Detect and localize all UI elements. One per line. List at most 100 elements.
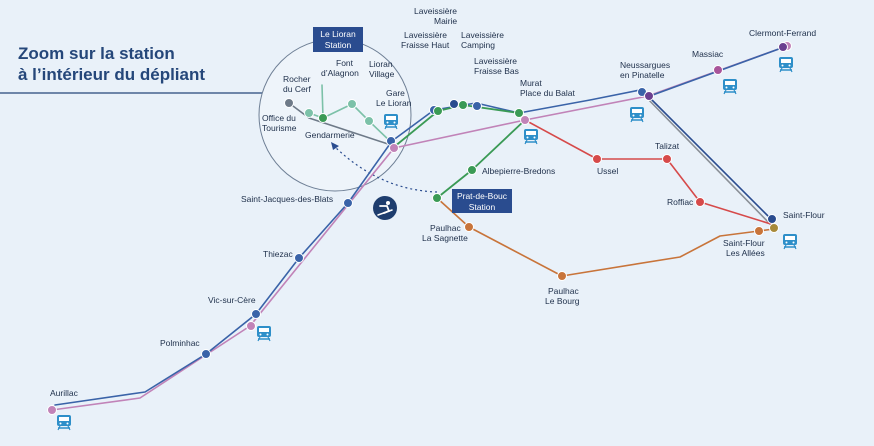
station-dot-gare-le-lioran-pink [389,143,399,153]
label-saint-flour-les-allees-1: Saint-Flour [723,238,765,248]
station-dot-prat-de-bouc [432,193,442,203]
station-dot-thiezac [294,253,304,263]
label-font-d-alagnon-2: d’Alagnon [321,68,359,78]
box-le-lioran-bg [313,27,363,52]
train-icon [256,325,272,342]
label-laveissiere-fraisse-haut-1: Laveissière [404,30,447,40]
station-dot-office-du-tourisme [304,108,314,118]
label-rocher-du-cerf-2: du Cerf [283,84,312,94]
navy-line [647,95,772,220]
label-vic-sur-cere: Vic-sur-Cère [208,295,256,305]
label-laveissiere-mairie-1: Laveissière [414,6,457,16]
station-dot-vic-sur-cere [251,309,261,319]
label-laveissiere-mairie-2: Mairie [434,16,457,26]
box-prat-de-bouc: Prat-de-Bouc Station [452,189,512,213]
box-prat-de-bouc-line1: Prat-de-Bouc [457,191,508,201]
station-dot-aurillac [47,405,57,415]
label-roffiac: Roffiac [667,197,694,207]
label-clermont-ferrand: Clermont-Ferrand [749,28,816,38]
label-lioran-village-1: Lioran [369,59,393,69]
station-dot-roffiac [695,197,705,207]
label-murat-1: Murat [520,78,542,88]
gray-line [642,93,775,229]
zoom-pointer-dotted-line [334,146,438,193]
box-le-lioran: Le Lioran Station [313,27,363,52]
label-albepierre-bredons: Albepierre-Bredons [482,166,555,176]
station-dot-laveissiere-camping [458,100,468,110]
label-ussel: Ussel [597,166,618,176]
label-neussargues-1: Neussargues [620,60,670,70]
label-laveissiere-fraisse-bas-2: Fraisse Bas [474,66,519,76]
label-office-du-tourisme-2: Tourisme [262,123,297,133]
label-paulhac-le-bourg-2: Le Bourg [545,296,580,306]
teal-line-branch [321,84,324,119]
label-gendarmerie: Gendarmerie [305,130,355,140]
train-icon [778,56,794,73]
map-title: Zoom sur la station à l’intérieur du dép… [18,43,205,85]
station-dot-saint-flour-les-allees [754,226,764,236]
blue-line [54,45,788,406]
label-saint-flour-les-allees-2: Les Allées [726,248,765,258]
box-prat-de-bouc-line2: Station [469,202,496,212]
label-laveissiere-camping-1: Laveissière [461,30,504,40]
train-icon [523,128,539,145]
label-gare-le-lioran-2: Le Lioran [376,98,412,108]
station-dot-albepierre-bredons [467,165,477,175]
station-dot-laveissiere-fraisse-haut-green [433,106,443,116]
box-le-lioran-line2: Station [325,40,352,50]
label-talizat: Talizat [655,141,680,151]
label-lioran-village-2: Village [369,69,395,79]
station-dot-neussargues-purple [644,91,654,101]
label-laveissiere-fraisse-haut-2: Fraisse Haut [401,40,450,50]
label-laveissiere-camping-2: Camping [461,40,495,50]
station-dot-clermont-ferrand-purple [778,42,788,52]
box-prat-de-bouc-bg [452,189,512,213]
label-saint-flour: Saint-Flour [783,210,825,220]
green-line [393,104,526,199]
label-neussargues-2: en Pinatelle [620,70,665,80]
label-paulhac-la-sagnette-1: Paulhac [430,223,461,233]
station-dot-murat-pink [520,115,530,125]
label-gare-le-lioran-1: Gare [386,88,405,98]
station-dot-ussel [592,154,602,164]
label-aurillac: Aurillac [50,388,79,398]
station-dot-paulhac-la-sagnette [464,222,474,232]
station-dot-saint-flour [767,214,777,224]
train-icon [383,113,399,130]
station-dot-laveissiere-mairie [449,99,459,109]
station-dot-talizat [662,154,672,164]
label-font-d-alagnon-1: Font [336,58,354,68]
station-dot-polminhac [201,349,211,359]
label-murat-2: Place du Balat [520,88,575,98]
station-dot-lioran-village [364,116,374,126]
label-laveissiere-fraisse-bas-1: Laveissière [474,56,517,66]
station-dot-saint-jacques [343,198,353,208]
map-title-line2: à l’intérieur du dépliant [18,65,206,84]
label-rocher-du-cerf-1: Rocher [283,74,311,84]
station-dot-laveissiere-fraisse-bas [472,101,482,111]
label-paulhac-le-bourg-1: Paulhac [548,286,579,296]
skier-icon [373,196,397,220]
label-paulhac-la-sagnette-2: La Sagnette [422,233,468,243]
label-office-du-tourisme-1: Office du [262,113,296,123]
label-massiac: Massiac [692,49,724,59]
label-polminhac: Polminhac [160,338,200,348]
station-dot-murat [514,108,524,118]
station-dot-rocher-du-cerf [284,98,294,108]
station-dot-paulhac-le-bourg [557,271,567,281]
station-dot-font-d-alagnon [347,99,357,109]
zoom-pointer-arrowhead [331,142,339,150]
train-icon [629,106,645,123]
label-thiezac: Thiezac [263,249,294,259]
station-dot-vic-sur-cere-pink [246,321,256,331]
box-le-lioran-line1: Le Lioran [320,29,356,39]
station-dot-saint-flour-orange [769,223,779,233]
pink-line [51,45,788,411]
station-dot-gendarmerie [318,113,328,123]
map-title-line1: Zoom sur la station [18,44,175,63]
station-dot-massiac [713,65,723,75]
label-saint-jacques-des-blats: Saint-Jacques-des-Blats [241,194,333,204]
train-icon [56,414,72,431]
